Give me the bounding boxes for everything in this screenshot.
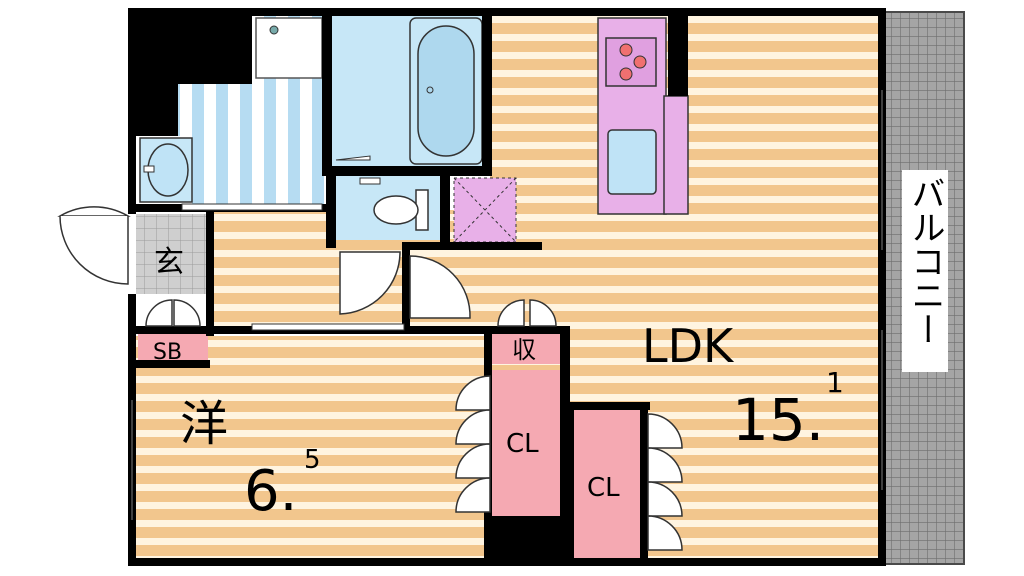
balcony-label: バルコニー	[905, 176, 945, 346]
balcony	[883, 11, 965, 565]
western-room-size-fraction: 5	[304, 445, 321, 475]
ldk-label: LDK	[642, 319, 735, 373]
windows	[131, 90, 883, 520]
washroom-door	[181, 203, 323, 211]
closet-1-label: CL	[506, 429, 539, 459]
ldk-size: 15.	[732, 386, 824, 454]
stove-icon	[605, 37, 657, 87]
closet-2	[572, 410, 642, 558]
closet-1	[492, 370, 560, 518]
storage-label: 収	[512, 336, 536, 364]
sink-icon	[607, 129, 657, 195]
washbasin-icon	[139, 137, 193, 203]
washroom	[136, 14, 326, 208]
closet-2-label: CL	[587, 473, 620, 503]
entrance-floor	[136, 214, 210, 294]
western-room-floor	[136, 336, 486, 562]
western-room-size: 6.	[244, 459, 297, 524]
shoe-box-label: SB	[153, 340, 182, 365]
western-room-label: 洋	[180, 396, 228, 452]
ldk-size-fraction: 1	[826, 366, 844, 399]
utility-space	[453, 177, 517, 243]
bathtub-icon	[409, 17, 483, 165]
sliding-door	[251, 323, 405, 331]
storage	[492, 330, 560, 364]
entrance-label: 玄	[154, 245, 184, 280]
door-swing-icon	[57, 206, 683, 551]
toilet-icon	[359, 177, 429, 231]
